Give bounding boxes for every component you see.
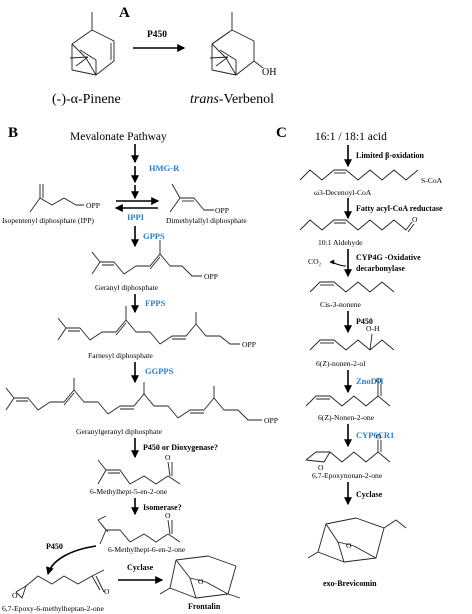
fpp-label: Farnesyl diphosphate xyxy=(88,351,153,360)
trans-verbenol-label: trans-Verbenol xyxy=(190,92,274,107)
ggpp-structure xyxy=(5,378,262,421)
aldehyde-structure xyxy=(299,219,415,233)
fpp-structure xyxy=(57,306,240,345)
enzyme-p450-dioxygenase: P450 or Dioxygenase? xyxy=(143,443,218,452)
fpp-opp: OPP xyxy=(242,340,256,349)
alpha-pinene-structure xyxy=(69,12,115,76)
enzyme-cyp4g-line1: CYP4G -Oxidative xyxy=(356,253,421,262)
enzyme-ippi: IPPI xyxy=(127,212,145,222)
m6-label: 6-Methylhept-6-en-2-one xyxy=(108,545,186,554)
enzyme-p450-a: P450 xyxy=(147,30,167,40)
epoxy-methylheptanone-structure xyxy=(15,569,105,599)
gpp-opp: OPP xyxy=(204,272,218,281)
gpp-structure xyxy=(91,240,202,277)
enzyme-cyclase-c: Cyclase xyxy=(356,490,383,499)
ggpp-label: Geranylgeranyl diphosphate xyxy=(76,427,162,436)
epoxy-oxygen: O xyxy=(12,591,18,600)
verbenol-oh: OH xyxy=(262,67,276,78)
enzyme-cyp6cr1: CYP6CR1 xyxy=(356,430,394,440)
nonene-label: Cis-3-nonene xyxy=(320,300,362,309)
epoxide-oxygen: O xyxy=(318,463,324,472)
enzyme-znodh: ZnoDH xyxy=(356,376,384,386)
epoxy-label: 6,7-Epoxy-6-methylheptan-2-one xyxy=(2,604,104,613)
aldehyde-oxygen: O xyxy=(412,215,418,224)
dmapp-label: Dimethylallyl diphosphate xyxy=(166,216,247,225)
cis-nonene-structure xyxy=(309,281,395,293)
frontalin-oxygen: O xyxy=(198,577,204,586)
enzyme-p450-b: P450 xyxy=(46,542,63,551)
exo-brevicomin-structure xyxy=(307,517,407,563)
ipp-opp: OPP xyxy=(86,201,100,210)
brevicomin-oxygen: O xyxy=(346,541,352,550)
m5-oxygen: O xyxy=(165,453,171,462)
enzyme-acyl-coa-reductase: Fatty acyl-CoA reductase xyxy=(356,204,443,213)
panel-c-label: C xyxy=(276,125,287,141)
enzyme-beta-oxidation: Limited β-oxidation xyxy=(356,151,425,160)
trans-verbenol-structure xyxy=(209,12,264,76)
nonenol-structure xyxy=(309,333,395,351)
decenoyl-coa-group: S-CoA xyxy=(421,176,443,185)
ipp-structure xyxy=(29,184,84,213)
nonenone-label: 6(Z)-Nonen-2-one xyxy=(318,413,375,422)
enzyme-ggpps: GGPPS xyxy=(145,366,174,376)
methylheptenone-structure xyxy=(97,459,181,485)
epoxy-ketone-oxygen: O xyxy=(104,587,110,596)
co2-release-arrow xyxy=(329,259,347,267)
m6-oxygen: O xyxy=(165,511,171,520)
enzyme-cyclase-b: Cyclase xyxy=(127,563,154,572)
dmapp-opp: OPP xyxy=(215,206,229,215)
epoxynonanone-oxygen: O xyxy=(376,432,382,441)
nonenol-oh: O-H xyxy=(366,324,380,333)
fatty-acid-start: 16:1 / 18:1 acid xyxy=(315,131,387,143)
alpha-pinene-label: (-)-α-Pinene xyxy=(52,92,121,107)
decenoyl-coa-structure xyxy=(299,169,419,181)
dmapp-structure xyxy=(169,183,214,213)
ggpp-opp: OPP xyxy=(264,416,278,425)
epoxynonanone-structure xyxy=(305,440,391,463)
enzyme-gpps: GPPS xyxy=(143,231,165,241)
enzyme-hmg-r: HMG-R xyxy=(149,163,180,173)
epoxynonanone-label: 6,7-Epoxynonan-2-one xyxy=(312,471,383,480)
arrow-p450-epoxy xyxy=(46,545,97,576)
nonenone-structure xyxy=(305,384,391,407)
decenoyl-label: ω3-Decenoyl-CoA xyxy=(314,188,372,197)
m5-label: 6-Methylhept-5-en-2-one xyxy=(90,487,168,496)
frontalin-label: Frontalin xyxy=(188,602,221,611)
enzyme-isomerase: Isomerase? xyxy=(143,503,182,512)
enzyme-fpps: FPPS xyxy=(145,298,166,308)
nonenone-oxygen: O xyxy=(376,376,382,385)
nonenol-label: 6(Z)-nonen-2-ol xyxy=(316,359,365,368)
mevalonate-pathway: Mevalonate Pathway xyxy=(70,131,167,143)
methylheptenone-6-structure xyxy=(97,515,181,545)
co2-label: CO₂ xyxy=(308,257,322,266)
brevicomin-label: exo-Brevicomin xyxy=(323,579,377,588)
enzyme-cyp4g-line2: decarbonylase xyxy=(356,264,405,273)
panel-a-label: A xyxy=(119,5,130,21)
panel-b-label: B xyxy=(8,125,18,141)
aldehyde-label: 10:1 Aldehyde xyxy=(318,238,363,247)
gpp-label: Geranyl diphosphate xyxy=(95,283,159,292)
enzyme-p450-c: P450 xyxy=(356,317,373,326)
ipp-label: Isopentenyl diphosphate (IPP) xyxy=(2,216,94,225)
frontalin-structure xyxy=(159,555,241,599)
